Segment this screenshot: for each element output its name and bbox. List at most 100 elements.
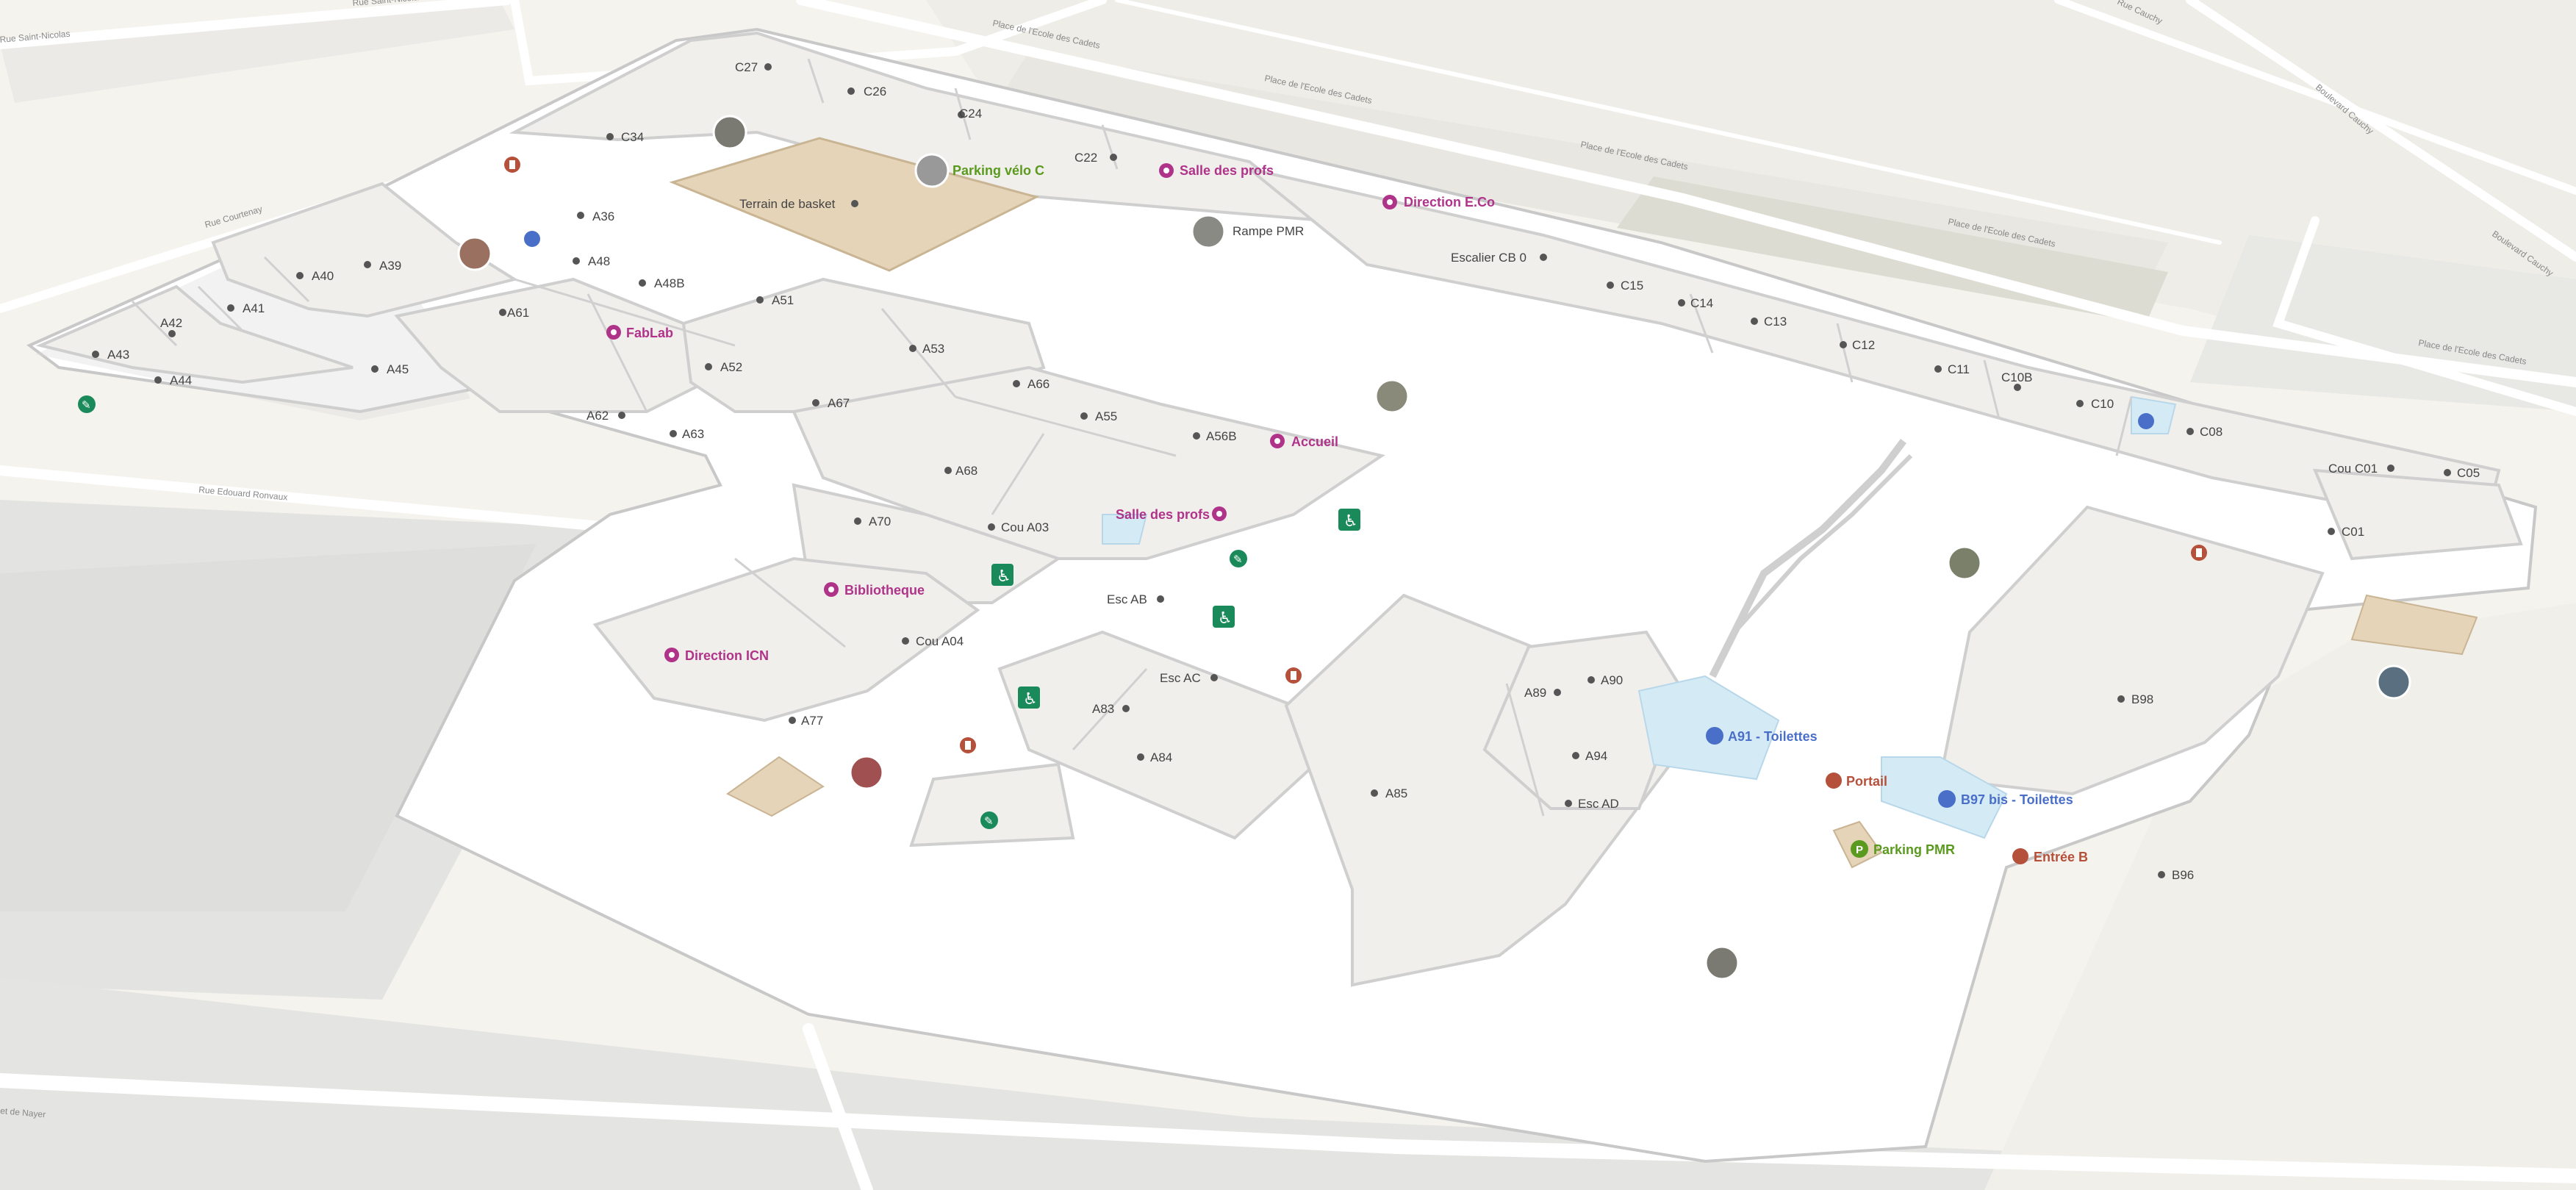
room-label: A52 xyxy=(705,360,742,374)
pencil-icon[interactable]: ✎ xyxy=(78,395,96,413)
room-label: A67 xyxy=(812,396,850,410)
svg-text:Esc AD: Esc AD xyxy=(1578,797,1619,811)
svg-text:♿: ♿ xyxy=(1023,690,1038,709)
svg-text:A44: A44 xyxy=(170,373,192,387)
svg-text:A85: A85 xyxy=(1385,786,1407,800)
svg-text:A84: A84 xyxy=(1150,750,1172,764)
poi-parking-velo[interactable]: Parking vélo C xyxy=(914,153,1044,188)
room-label: A48 xyxy=(573,254,610,268)
room-label: A84 xyxy=(1137,750,1172,764)
wheelchair-icon[interactable]: ♿ xyxy=(1213,606,1235,628)
poi-entree-b[interactable]: Entrée B xyxy=(2012,848,2088,864)
svg-text:A56B: A56B xyxy=(1206,429,1237,443)
svg-text:C11: C11 xyxy=(1948,362,1970,376)
pencil-icon[interactable]: ✎ xyxy=(1230,550,1247,567)
svg-text:✎: ✎ xyxy=(1233,553,1243,566)
svg-text:A91 - Toilettes: A91 - Toilettes xyxy=(1728,729,1818,744)
svg-text:A94: A94 xyxy=(1585,749,1607,763)
court-label: Terrain de basket xyxy=(739,197,858,211)
room-label: Cou A03 xyxy=(988,520,1049,534)
svg-text:A48B: A48B xyxy=(654,276,685,290)
poi-salle-des-profs[interactable]: Salle des profs xyxy=(1159,163,1274,178)
svg-text:C34: C34 xyxy=(621,130,644,144)
poi-fablab[interactable]: FabLab xyxy=(606,325,673,340)
svg-text:Salle des profs: Salle des profs xyxy=(1116,507,1210,522)
photo-thumbnail-icon[interactable] xyxy=(1704,945,1740,981)
photo-thumbnail-icon[interactable] xyxy=(1947,545,1982,581)
room-label: B96 xyxy=(2158,868,2194,882)
room-label: C01 xyxy=(2328,525,2364,539)
restroom-icon[interactable] xyxy=(2138,413,2154,429)
svg-text:Rampe PMR: Rampe PMR xyxy=(1233,224,1304,238)
room-label: C13 xyxy=(1751,315,1787,329)
svg-text:Entrée B: Entrée B xyxy=(2034,850,2088,864)
svg-text:A55: A55 xyxy=(1095,409,1117,423)
room-label: C05 xyxy=(2444,466,2480,480)
svg-text:A41: A41 xyxy=(243,301,265,315)
door-icon[interactable] xyxy=(960,737,976,753)
door-icon[interactable] xyxy=(504,157,520,173)
restroom-icon xyxy=(1706,727,1723,745)
svg-text:Cou A04: Cou A04 xyxy=(916,634,964,648)
poi-accueil[interactable]: Accueil xyxy=(1270,434,1338,449)
svg-text:Cou A03: Cou A03 xyxy=(1001,520,1049,534)
poi-direction-eco[interactable]: Direction E.Co xyxy=(1382,195,1495,209)
poi-salle-des-profs-2[interactable]: Salle des profs xyxy=(1116,506,1227,522)
svg-text:A61: A61 xyxy=(507,306,529,320)
pencil-icon[interactable]: ✎ xyxy=(980,811,998,829)
door-icon[interactable] xyxy=(1285,667,1302,684)
svg-text:Bibliotheque: Bibliotheque xyxy=(844,583,925,598)
svg-text:B97 bis - Toilettes: B97 bis - Toilettes xyxy=(1961,792,2073,807)
poi-direction-icn[interactable]: Direction ICN xyxy=(664,648,769,663)
room-label: A83 xyxy=(1092,702,1130,716)
wheelchair-icon[interactable]: ♿ xyxy=(1338,509,1360,531)
poi-parking-pmr[interactable]: P Parking PMR xyxy=(1832,820,1955,869)
room-label: A39 xyxy=(364,259,401,273)
poi-portail[interactable]: Portail xyxy=(1826,773,1887,789)
svg-text:A89: A89 xyxy=(1524,686,1546,700)
poi-a91-toilettes[interactable]: A91 - Toilettes xyxy=(1706,727,1818,745)
svg-text:A53: A53 xyxy=(922,342,944,356)
room-label: C12 xyxy=(1840,338,1875,352)
svg-text:A67: A67 xyxy=(828,396,850,410)
svg-text:A66: A66 xyxy=(1027,377,1050,391)
wheelchair-icon[interactable]: ♿ xyxy=(991,564,1013,586)
room-label: C22 xyxy=(1074,151,1117,165)
room-label: A94 xyxy=(1572,749,1607,763)
poi-markers: Salle des profs Direction E.Co FabLab Ac… xyxy=(606,153,2088,869)
room-label: C27 xyxy=(735,60,772,74)
photo-thumbnail-icon[interactable] xyxy=(849,755,884,790)
street-label: Rue Saint-Nicolas xyxy=(352,0,423,8)
room-label: A68 xyxy=(944,464,977,478)
photo-thumbnail-icon[interactable] xyxy=(1374,379,1410,414)
photo-thumbnail-icon[interactable] xyxy=(1191,214,1226,249)
svg-text:A77: A77 xyxy=(801,714,823,728)
svg-text:A40: A40 xyxy=(312,269,334,283)
svg-text:A83: A83 xyxy=(1092,702,1114,716)
wheelchair-icon[interactable]: ♿ xyxy=(1018,687,1040,709)
photo-thumbnail-icon[interactable] xyxy=(2376,664,2411,700)
poi-bibliotheque[interactable]: Bibliotheque xyxy=(824,582,925,598)
svg-text:C05: C05 xyxy=(2457,466,2480,480)
door-icon[interactable] xyxy=(2191,545,2207,561)
room-label: A89 xyxy=(1524,686,1561,700)
ramp-label: Rampe PMR xyxy=(1233,224,1304,238)
restroom-icon[interactable] xyxy=(524,231,540,247)
svg-text:C15: C15 xyxy=(1621,279,1643,293)
room-label: A90 xyxy=(1587,673,1623,687)
svg-text:A51: A51 xyxy=(772,293,794,307)
svg-text:Parking vélo C: Parking vélo C xyxy=(952,163,1044,178)
parking-icon xyxy=(1851,840,1868,858)
room-label: A44 xyxy=(154,373,192,387)
room-label: Esc AC xyxy=(1160,671,1218,685)
room-label: C34 xyxy=(606,130,644,144)
room-label: A43 xyxy=(92,348,129,362)
photo-thumbnail-icon[interactable] xyxy=(457,236,492,271)
door-icon xyxy=(1826,773,1842,789)
photo-thumbnail-icon[interactable] xyxy=(712,115,747,150)
room-label: A77 xyxy=(789,714,823,728)
poi-b97-toilettes[interactable]: B97 bis - Toilettes xyxy=(1938,790,2073,808)
room-label: A40 xyxy=(296,269,334,283)
svg-text:A36: A36 xyxy=(592,209,614,223)
